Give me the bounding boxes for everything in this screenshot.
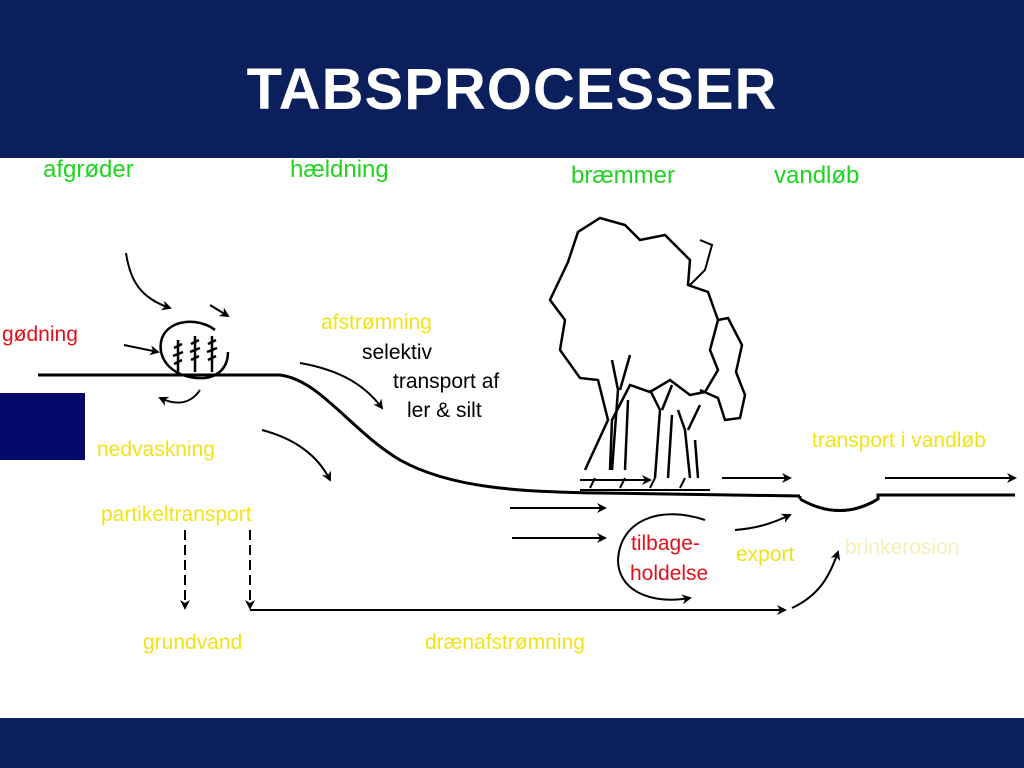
label-particle-transport: partikeltransport: [101, 503, 252, 526]
label-selective-1: selektiv: [362, 341, 433, 364]
label-drain-runoff: drænafstrømning: [425, 631, 585, 654]
label-selective-2: transport af: [393, 370, 500, 393]
label-groundwater: grundvand: [143, 631, 243, 654]
label-export: export: [736, 543, 795, 566]
atmospheric-arrow: [125, 252, 172, 311]
label-stream: vandløb: [774, 162, 860, 189]
stream-bank-line: [798, 493, 1015, 512]
label-retention-1: tilbage-: [631, 532, 700, 555]
label-buffer-strips: bræmmer: [571, 162, 676, 189]
label-stream-transport: transport i vandløb: [812, 429, 986, 452]
fertilizer-arrow: [123, 344, 160, 356]
footer-bar: [0, 718, 1024, 768]
trees-icon: [548, 216, 747, 491]
ground-line: [38, 373, 801, 498]
label-selective-3: ler & silt: [407, 399, 482, 422]
title-banner: TABSPROCESSER: [0, 0, 1024, 158]
slide-title: TABSPROCESSER: [246, 57, 778, 122]
label-slope: hældning: [290, 156, 389, 183]
label-leaching: nedvaskning: [97, 438, 215, 461]
label-crops: afgrøder: [43, 156, 134, 183]
crop-loop-arrow: [209, 304, 230, 318]
leaching-arrow: [261, 429, 331, 482]
label-bank-erosion: brinkerosion: [845, 536, 960, 559]
label-runoff: afstrømning: [321, 311, 432, 334]
runoff-arrow: [299, 362, 384, 410]
stream-channel: [805, 501, 875, 512]
crop-icon: [159, 320, 230, 380]
leaching-loop-arrow: [158, 389, 201, 406]
retention-loop: [616, 513, 706, 605]
export-arrow: [734, 513, 792, 531]
side-block: [0, 393, 85, 460]
label-fertilizer: gødning: [2, 323, 78, 346]
label-retention-2: holdelse: [630, 562, 709, 585]
drain-to-stream-arrow: [791, 550, 841, 609]
